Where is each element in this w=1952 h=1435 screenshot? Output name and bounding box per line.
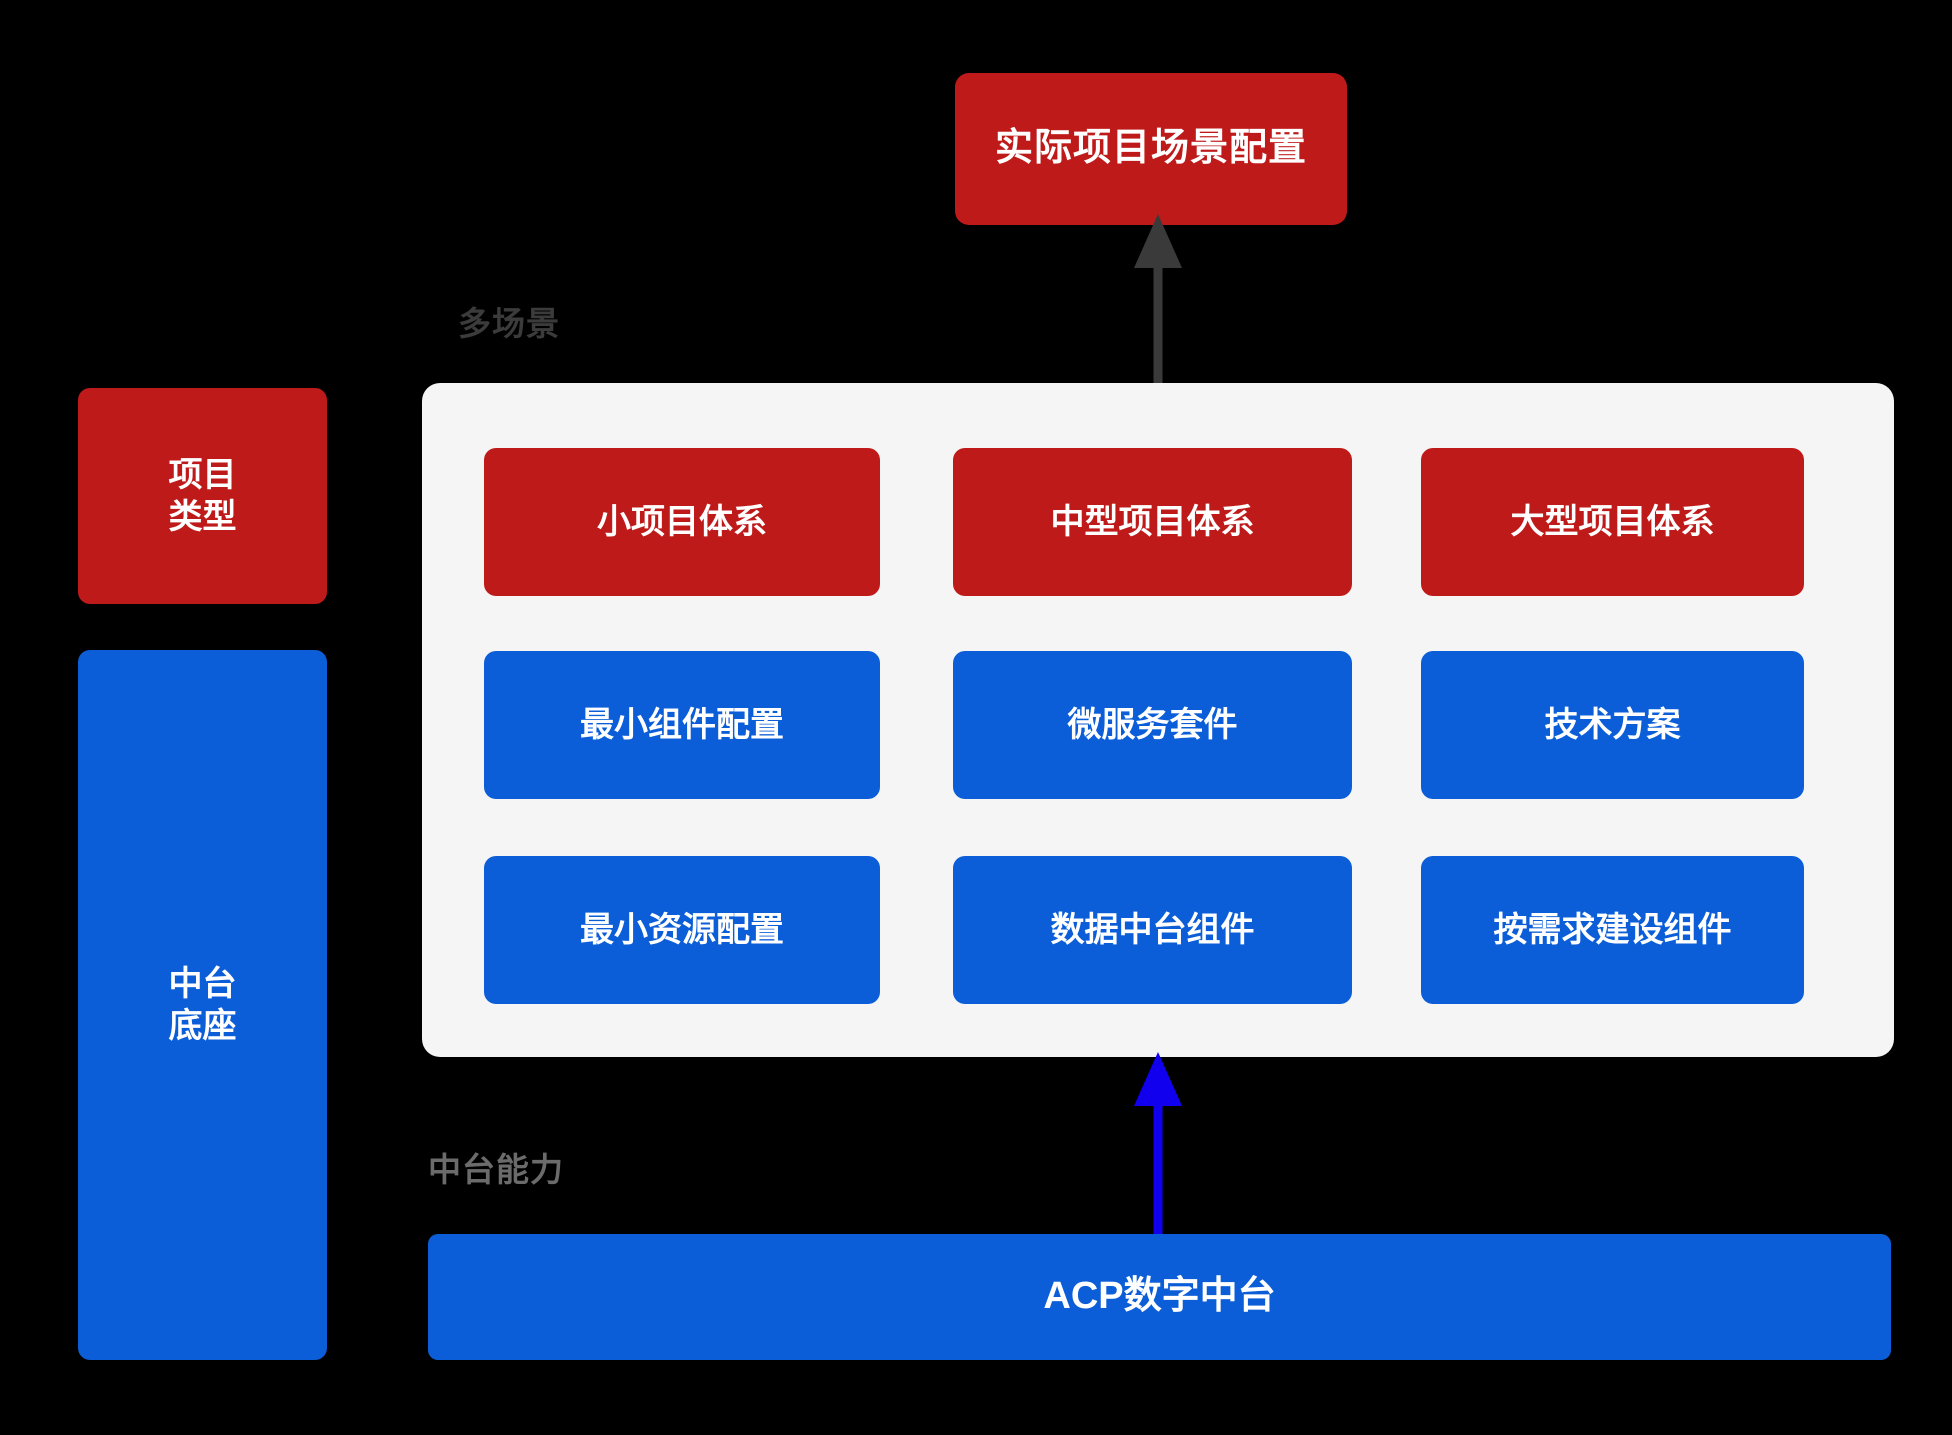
panel-cell-small-project-system[interactable]: 小项目体系	[484, 448, 880, 596]
left-column-platform-base[interactable]: 中台 底座	[78, 650, 327, 1360]
panel-cell-min-component-config[interactable]: 最小组件配置	[484, 651, 880, 799]
arrow-acp-to-panel-icon	[1134, 1052, 1182, 1238]
section-label-platform-capability: 中台能力	[428, 1151, 564, 1188]
arrow-panel-to-scenario-icon	[1134, 214, 1182, 390]
panel-cell-large-project-system[interactable]: 大型项目体系	[1421, 448, 1804, 596]
left-column-project-type[interactable]: 项目 类型	[78, 388, 327, 604]
panel-cell-technical-solution[interactable]: 技术方案	[1421, 651, 1804, 799]
panel-cell-data-platform-component[interactable]: 数据中台组件	[953, 856, 1352, 1004]
panel-cell-microservice-suite[interactable]: 微服务套件	[953, 651, 1352, 799]
panel-cell-min-resource-config[interactable]: 最小资源配置	[484, 856, 880, 1004]
section-label-multi-scenario: 多场景	[458, 305, 560, 342]
panel-cell-medium-project-system[interactable]: 中型项目体系	[953, 448, 1352, 596]
actual-project-scenario-box[interactable]: 实际项目场景配置	[955, 73, 1347, 225]
acp-digital-platform-bar[interactable]: ACP数字中台	[428, 1234, 1891, 1360]
panel-cell-on-demand-component[interactable]: 按需求建设组件	[1421, 856, 1804, 1004]
